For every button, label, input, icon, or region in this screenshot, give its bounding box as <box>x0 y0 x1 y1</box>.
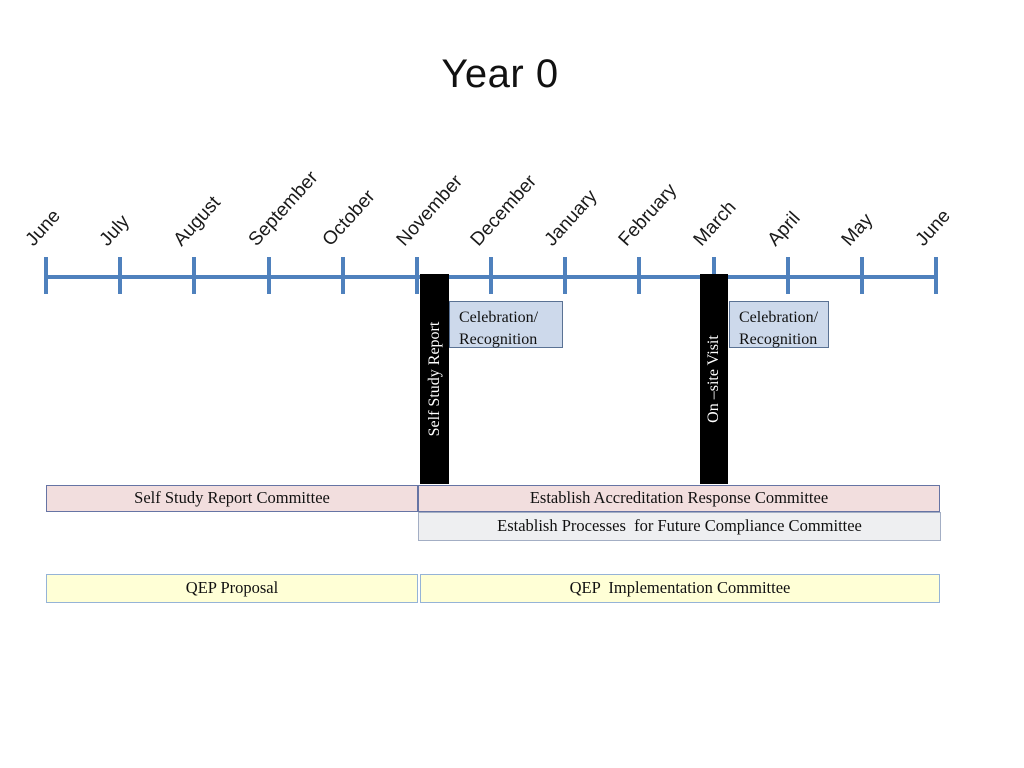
bar-self-study-report-committee: Self Study Report Committee <box>46 485 418 512</box>
callout-celebration-recognition-2: Celebration/ Recognition <box>729 301 829 348</box>
milestone-on-site-visit: On –site Visit <box>700 274 728 484</box>
month-label: February <box>615 179 682 251</box>
timeline-tick <box>934 257 939 294</box>
month-label: June <box>21 205 65 251</box>
month-label: October <box>318 186 380 251</box>
milestone-self-study-report-label: Self Study Report <box>425 321 443 437</box>
timeline-tick <box>414 257 419 294</box>
timeline-tick <box>340 257 345 294</box>
timeline-tick <box>563 257 568 294</box>
milestone-on-site-visit-label: On –site Visit <box>705 335 722 423</box>
bar-establish-processes-future-compliance-committee: Establish Processes for Future Complianc… <box>418 512 941 541</box>
timeline-tick <box>859 257 864 294</box>
timeline-tick <box>118 257 123 294</box>
timeline-tick <box>637 257 642 294</box>
bar-qep-implementation-committee: QEP Implementation Committee <box>420 574 940 603</box>
callout-celebration-recognition-1: Celebration/ Recognition <box>449 301 563 348</box>
milestone-self-study-report: Self Study Report <box>420 274 449 484</box>
timeline-tick <box>266 257 271 294</box>
month-label: August <box>169 192 226 251</box>
month-label: April <box>763 208 805 251</box>
month-label: July <box>95 211 135 251</box>
month-label: January <box>540 186 602 251</box>
month-label: May <box>837 209 878 251</box>
month-label: November <box>392 171 467 251</box>
timeline-tick <box>192 257 197 294</box>
timeline-tick <box>44 257 48 294</box>
month-label: December <box>466 171 541 251</box>
timeline-tick <box>489 257 494 294</box>
bar-qep-proposal: QEP Proposal <box>46 574 418 603</box>
month-label: September <box>244 167 322 251</box>
timeline-tick <box>785 257 790 294</box>
month-label: June <box>911 205 955 251</box>
month-label: March <box>689 197 741 251</box>
slide-title: Year 0 <box>441 52 559 96</box>
bar-establish-accreditation-response-committee: Establish Accreditation Response Committ… <box>418 485 940 512</box>
